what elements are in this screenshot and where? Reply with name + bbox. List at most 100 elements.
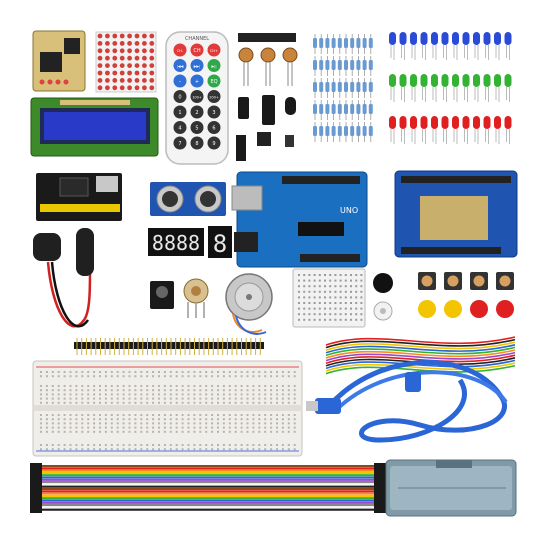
matrix-dot	[149, 48, 155, 54]
matrix-dot	[97, 78, 103, 83]
breadboard-hole	[187, 418, 190, 421]
breadboard-hole	[334, 318, 337, 321]
breadboard-hole	[152, 448, 155, 451]
breadboard-hole	[246, 389, 249, 392]
breadboard-hole	[116, 430, 119, 433]
breadboard-hole	[93, 430, 96, 433]
breadboard-hole	[163, 389, 166, 392]
breadboard-hole	[360, 313, 363, 316]
breadboard-hole	[175, 401, 178, 404]
breadboard-hole	[287, 430, 290, 433]
breadboard-hole	[334, 307, 337, 310]
breadboard-hole	[293, 430, 296, 433]
resistor-body	[313, 82, 317, 92]
breadboard-hole	[93, 448, 96, 451]
jumper-wire	[325, 338, 516, 349]
breadboard-hole	[199, 401, 202, 404]
breadboard-hole	[110, 393, 113, 396]
breadboard-hole	[40, 418, 42, 421]
breadboard-hole	[69, 430, 72, 433]
breadboard-hole	[75, 393, 78, 396]
breadboard-hole	[116, 393, 119, 396]
breadboard-hole	[93, 426, 96, 429]
breadboard-hole	[45, 418, 48, 421]
breadboard-hole	[228, 389, 231, 392]
push-button-top	[421, 275, 433, 287]
breadboard-hole	[234, 414, 237, 416]
breadboard-hole	[308, 302, 311, 304]
breadboard-hole	[104, 397, 107, 400]
breadboard-hole	[128, 397, 131, 400]
breadboard-hole	[205, 397, 208, 400]
breadboard-hole	[329, 318, 332, 321]
breadboard-hole	[140, 385, 143, 387]
breadboard-hole	[57, 401, 60, 404]
breadboard-hole	[122, 422, 125, 425]
matrix-dot	[119, 41, 125, 46]
breadboard-hole	[175, 393, 178, 396]
breadboard-hole	[75, 414, 78, 416]
matrix-dot	[149, 78, 155, 83]
matrix-dot	[127, 41, 132, 46]
breadboard-hole	[169, 418, 172, 421]
breadboard-hole	[81, 422, 84, 425]
remote-key	[207, 121, 221, 134]
breadboard-hole	[40, 444, 42, 446]
matrix-dot	[149, 33, 155, 39]
breadboard-hole	[217, 401, 219, 404]
breadboard-hole	[87, 397, 90, 400]
resistor-body	[350, 82, 355, 92]
matrix-dot	[119, 85, 125, 91]
breadboard-hole	[69, 448, 72, 451]
breadboard-hole	[181, 375, 184, 378]
remote-key	[207, 43, 221, 57]
breadboard-hole	[246, 418, 249, 421]
breadboard-hole	[87, 385, 90, 387]
breadboard-hole	[211, 401, 214, 404]
breadboard-hole	[217, 397, 219, 400]
breadboard-hole	[134, 375, 137, 378]
breadboard-hole	[264, 397, 267, 400]
breadboard-hole	[81, 426, 84, 429]
breadboard-hole	[99, 397, 101, 400]
led-set	[389, 32, 512, 144]
breadboard-hole	[158, 448, 160, 451]
breadboard-hole	[217, 393, 219, 396]
breadboard-hole	[122, 397, 125, 400]
breadboard-hole	[228, 375, 231, 378]
breadboard-hole	[181, 448, 184, 451]
breadboard-hole	[93, 418, 96, 421]
breadboard-hole	[276, 385, 278, 387]
breadboard-hole	[104, 426, 107, 429]
breadboard-hole	[93, 422, 96, 425]
breadboard-hole	[116, 414, 119, 416]
breadboard-hole	[246, 414, 249, 416]
breadboard-hole	[199, 414, 202, 416]
led	[410, 116, 417, 129]
matrix-dot	[149, 85, 155, 91]
breadboard-hole	[234, 426, 237, 429]
breadboard-hole	[140, 397, 143, 400]
breadboard-hole	[75, 422, 78, 425]
led	[504, 116, 512, 129]
breadboard-hole	[134, 430, 137, 433]
breadboard-hole	[246, 375, 249, 378]
breadboard-hole	[152, 418, 155, 421]
resistor-body	[337, 104, 342, 114]
resistor-body	[319, 38, 324, 48]
breadboard-hole	[199, 393, 202, 396]
breadboard-hole	[240, 448, 243, 451]
remote-key-label: CH-	[177, 49, 184, 53]
breadboard-hole	[158, 375, 160, 378]
breadboard-hole	[146, 397, 149, 400]
remote-key-label: –	[179, 79, 182, 85]
breadboard-hole	[128, 375, 131, 378]
matrix-dot	[142, 33, 147, 39]
breadboard-hole	[199, 444, 202, 446]
breadboard-hole	[175, 389, 178, 392]
breadboard-hole	[252, 448, 255, 451]
breadboard-hole	[99, 418, 101, 421]
breadboard-hole	[293, 414, 296, 416]
breadboard-hole	[360, 290, 363, 293]
breadboard-hole	[57, 397, 60, 400]
